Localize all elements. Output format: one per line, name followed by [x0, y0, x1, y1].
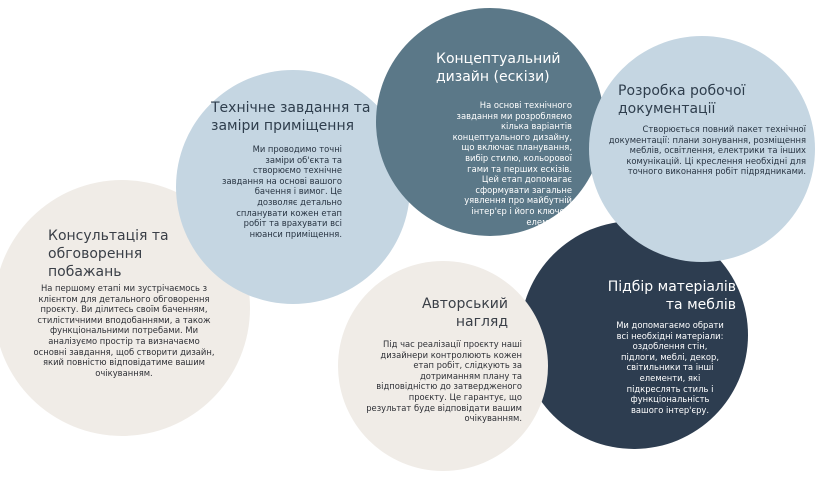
step-technical-task-description: Ми проводимо точні заміри об'єкта та ств…: [222, 144, 342, 239]
step-technical-task-circle: [176, 70, 410, 304]
step-concept-design-description: На основі технічного завдання ми розробл…: [452, 100, 572, 227]
step-supervision-description: Під час реалізації проєкту наші дизайнер…: [366, 339, 522, 424]
step-supervision-title: Авторський нагляд: [421, 296, 508, 330]
step-documentation-description: Створюється повний пакет технічної докум…: [608, 124, 806, 177]
step-materials-description: Ми допомагаємо обрати всі необхідні мате…: [616, 320, 724, 415]
step-materials-title: Підбір матеріалів та меблів: [607, 279, 736, 313]
step-concept-design-title: Концептуальний дизайн (ескізи): [436, 51, 561, 85]
step-consultation-title: Консультація та обговорення побажань: [48, 228, 169, 280]
step-supervision-circle: [338, 261, 548, 471]
step-documentation-title: Розробка робочої документації: [618, 83, 746, 117]
step-concept-design-circle: [376, 8, 604, 236]
step-technical-task-title: Технічне завдання та заміри приміщення: [211, 100, 371, 134]
step-consultation-description: На першому етапі ми зустрічаємось з кліє…: [33, 283, 215, 378]
step-documentation-circle: [589, 36, 815, 262]
